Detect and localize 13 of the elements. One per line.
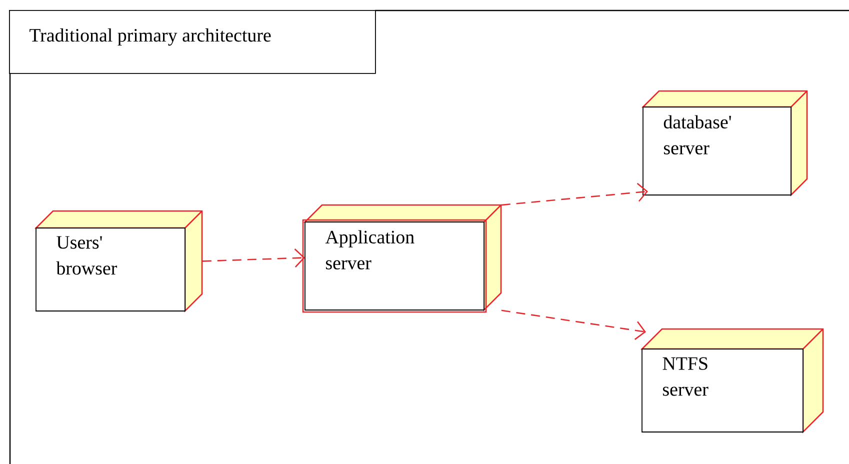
frame-title: Traditional primary architecture — [30, 28, 271, 46]
device-node — [641, 328, 824, 434]
frame — [9, 10, 849, 464]
device-node — [642, 90, 808, 197]
node-label: database' server — [664, 115, 731, 154]
dependency-arrow — [501, 182, 648, 206]
device-node — [302, 204, 502, 313]
node-label: NTFS server — [662, 357, 708, 396]
dependency-arrow — [202, 248, 305, 268]
dependency-arrow — [501, 310, 646, 340]
node-label: Application server — [325, 230, 414, 270]
device-node — [35, 210, 203, 313]
node-label: Users' browser — [56, 236, 118, 275]
